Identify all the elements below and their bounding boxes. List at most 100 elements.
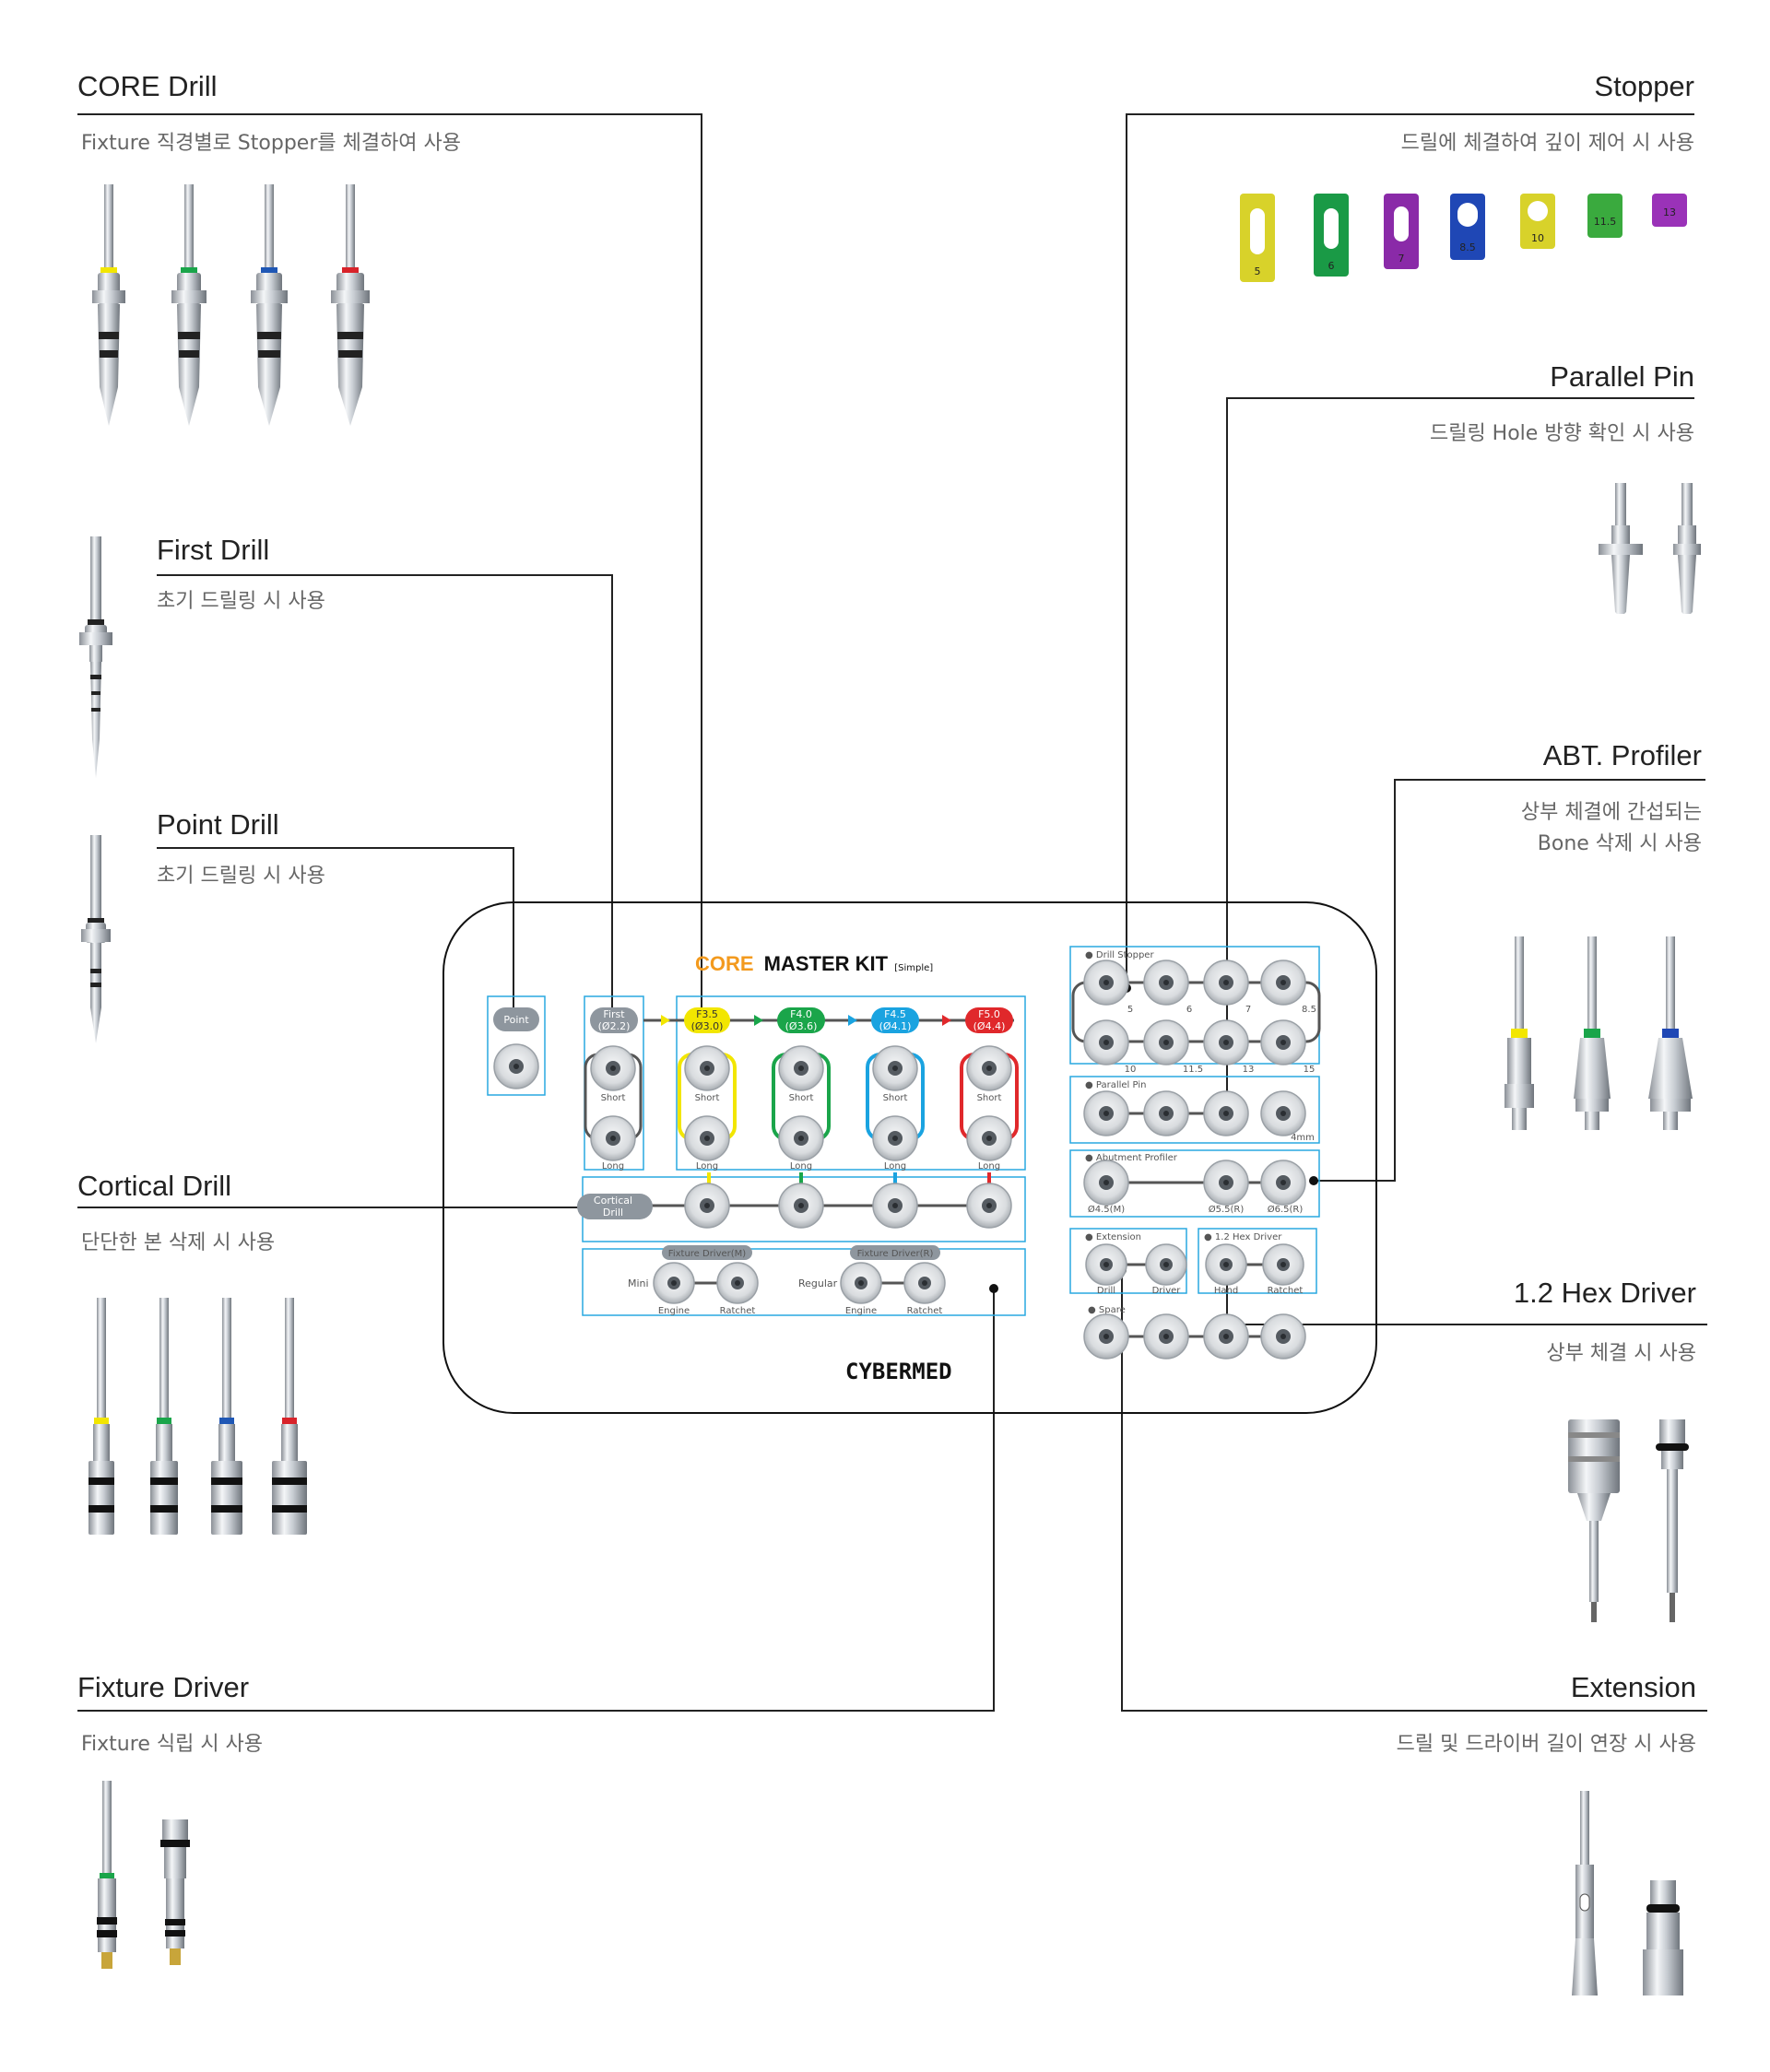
cortical-drill-socket <box>872 1183 918 1229</box>
long-label: Long <box>602 1161 624 1171</box>
cortical-drill-icon <box>150 1298 178 1535</box>
kit-title-core: CORE <box>695 952 754 975</box>
leader-lines <box>77 113 1707 1712</box>
spare-slot: ● Spare <box>1083 1305 1306 1360</box>
core-drill-column-f45: F4.5 (Ø4.1) Short Long <box>866 1007 925 1171</box>
abt-profiler-icon <box>1648 936 1693 1130</box>
core-drill-icon <box>331 184 370 426</box>
label-parallel-pin: Parallel Pin 드릴링 Hole 방향 확인 시 사용 <box>1430 360 1694 445</box>
core-drill-f50-short-socket <box>966 1045 1012 1091</box>
core-drill-f45-short-socket <box>872 1045 918 1091</box>
short-label: Short <box>695 1093 720 1103</box>
core-drill-f35-long-socket <box>684 1115 730 1161</box>
pill-f45-value: (Ø4.1) <box>879 1020 912 1032</box>
abutment-profiler-label: ● Abutment Profiler <box>1085 1153 1178 1163</box>
point-drill-icon <box>81 835 111 1043</box>
long-label: Long <box>790 1161 812 1171</box>
kit-title-sub: [Simple] <box>894 963 933 973</box>
leader-extension <box>1121 1270 1707 1712</box>
core-drill-columns: F3.5 (Ø3.0) Short Long F4.0 (Ø3.6) Short… <box>643 995 1026 1171</box>
kit-tray-outline <box>442 901 1377 1414</box>
point-slot: Point <box>487 995 546 1096</box>
label-cortical-drill: Cortical Drill 단단한 본 삭제 시 사용 <box>77 1170 275 1254</box>
extension-slot: ● Extension Drill Driver <box>1069 1228 1187 1296</box>
abt-profiler-title: ABT. Profiler <box>1543 739 1702 771</box>
stopper-number: 5 <box>1255 265 1261 277</box>
spare-socket <box>1260 1313 1306 1360</box>
leader-fixture-driver <box>77 1289 995 1712</box>
point-drill-desc: 초기 드릴링 시 사용 <box>157 865 325 888</box>
brand-logo: CYBERMED <box>845 1359 952 1384</box>
short-label: Short <box>883 1093 908 1103</box>
first-drill-title: First Drill <box>157 534 269 566</box>
spare-socket <box>1143 1313 1189 1360</box>
cortical-drill-desc: 단단한 본 삭제 시 사용 <box>81 1231 275 1254</box>
extension-icon <box>1643 1880 1683 1995</box>
leader-first-drill <box>157 574 613 1015</box>
stopper-icon: 13 <box>1652 194 1687 227</box>
stopper-icon: 11.5 <box>1587 194 1622 238</box>
hex-driver-slot-label: ● 1.2 Hex Driver <box>1204 1232 1282 1242</box>
stopper-title: Stopper <box>1594 70 1694 102</box>
fixture-driver-title: Fixture Driver <box>77 1671 249 1703</box>
pill-f35-label: F3.5 <box>696 1008 718 1020</box>
first-drill-short-socket <box>590 1045 636 1091</box>
stopper-icon: 5 <box>1240 194 1275 282</box>
core-drill-title: CORE Drill <box>77 70 218 102</box>
parallel-pin-socket <box>1083 1090 1129 1136</box>
cortical-label-2: Drill <box>603 1207 623 1218</box>
cortical-label: Cortical <box>594 1195 632 1207</box>
stopper-number: 6 <box>1328 260 1335 272</box>
spare-socket <box>1203 1313 1249 1360</box>
pill-f50-value: (Ø4.4) <box>974 1020 1006 1032</box>
label-extension: Extension 드릴 및 드라이버 길이 연장 시 사용 <box>1397 1671 1696 1756</box>
first-drill-size-label: First <box>603 1008 625 1020</box>
leader-point-drill <box>157 847 514 1018</box>
hex-driver-hand-socket <box>1205 1243 1247 1286</box>
abutment-profiler-slot: ● Abutment Profiler Ø4.5(M) Ø5.5(R) Ø6.5… <box>1069 1149 1320 1218</box>
hex-driver-images <box>1568 1419 1689 1622</box>
parallel-pin-title: Parallel Pin <box>1550 360 1694 393</box>
parallel-pin-icon <box>1673 483 1701 614</box>
cortical-drill-icon <box>272 1298 307 1535</box>
leader-stopper <box>1126 113 1694 988</box>
stopper-desc: 드릴에 체결하여 깊이 제어 시 사용 <box>1401 132 1694 155</box>
engine-label: Engine <box>845 1306 877 1316</box>
core-drill-f40-long-socket <box>778 1115 824 1161</box>
hex-ratchet-label: Ratchet <box>1268 1286 1304 1296</box>
label-hex-driver: 1.2 Hex Driver 상부 체결 시 사용 <box>1514 1277 1696 1365</box>
parallel-pin-socket <box>1203 1090 1249 1136</box>
cortical-drill-icon <box>211 1298 242 1535</box>
parallel-pin-socket <box>1143 1090 1189 1136</box>
fixture-driver-desc: Fixture 식립 시 사용 <box>81 1733 263 1756</box>
ext-drill-label: Drill <box>1097 1286 1115 1296</box>
leader-parallel-pin <box>1226 397 1694 1115</box>
spare-label: ● Spare <box>1088 1305 1126 1315</box>
extension-drill-socket <box>1085 1243 1127 1286</box>
label-point-drill: Point Drill 초기 드릴링 시 사용 <box>157 808 325 888</box>
fixture-driver-regular-engine-socket <box>840 1262 882 1304</box>
ratchet-label: Ratchet <box>907 1306 943 1316</box>
hex-driver-icon <box>1656 1419 1689 1622</box>
first-drill-icon <box>79 536 112 778</box>
short-label: Short <box>601 1093 626 1103</box>
core-drill-icon <box>171 184 206 426</box>
short-label: Short <box>977 1093 1002 1103</box>
fixture-driver-images <box>97 1781 190 1969</box>
pill-f35-value: (Ø3.0) <box>691 1020 724 1032</box>
pill-f45-label: F4.5 <box>884 1008 906 1020</box>
cortical-drill-socket <box>684 1183 730 1229</box>
core-drill-icon <box>251 184 288 426</box>
abt-profiler-desc-2: Bone 삭제 시 사용 <box>1538 832 1702 855</box>
stopper-socket <box>1083 959 1129 1006</box>
stopper-socket <box>1203 1019 1249 1065</box>
fixture-driver-r-label: Fixture Driver(R) <box>857 1249 934 1259</box>
first-drill-long-socket <box>590 1115 636 1161</box>
point-drill-title: Point Drill <box>157 808 279 841</box>
cortical-drill-socket <box>778 1183 824 1229</box>
profiler-socket <box>1083 1160 1129 1206</box>
pill-f40-value: (Ø3.6) <box>785 1020 818 1032</box>
stopper-number: 11.5 <box>1594 216 1617 228</box>
label-core-drill: CORE Drill Fixture 직경별로 Stopper를 체결하여 사용 <box>77 70 461 155</box>
parallel-pin-label: ● Parallel Pin <box>1085 1080 1146 1090</box>
